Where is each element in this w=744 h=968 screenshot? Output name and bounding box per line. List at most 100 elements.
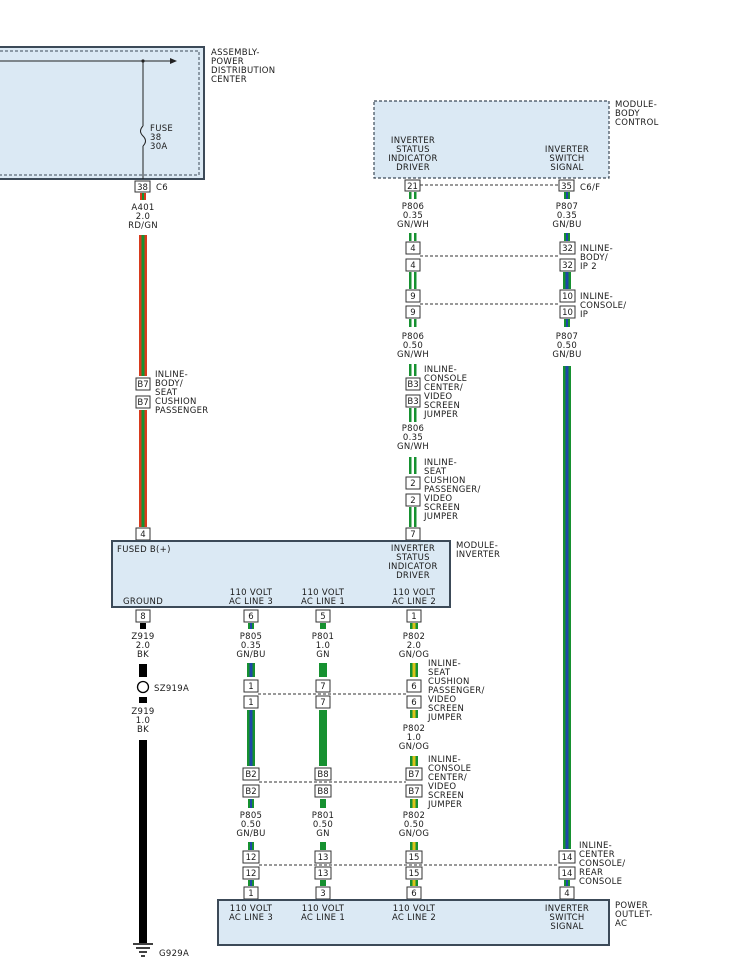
- ccvideo-bot-label-6: JUMPER: [427, 800, 462, 810]
- bcm-title-1: MODULE-: [615, 100, 657, 110]
- p802c-gauge: 0.50: [404, 820, 424, 830]
- centerrear-pin-13-top: 13: [318, 853, 329, 863]
- bcm-title-3: CONTROL: [615, 118, 659, 128]
- p801b-color: GN: [316, 829, 330, 839]
- seat-pass-pin-bottom: B7: [137, 398, 148, 408]
- inverter-ground-label: GROUND: [123, 597, 163, 607]
- outlet-switch-1: INVERTER: [545, 904, 589, 914]
- seatvideo-bot-label-3: CUSHION: [428, 677, 470, 687]
- outlet-switch-2: SWITCH: [549, 913, 584, 923]
- bcm-status-4: DRIVER: [396, 163, 430, 173]
- inverter-status-2: STATUS: [396, 553, 430, 563]
- ground-icon: [133, 943, 153, 957]
- outlet-ac3-2: AC LINE 3: [229, 913, 273, 923]
- ccvideo-bot-pin-b7-top: B7: [408, 770, 419, 780]
- ccvideo-top-label-3: CENTER/: [424, 383, 463, 393]
- a401-color: RD/GN: [128, 221, 158, 231]
- seatvideo-top-label-3: CUSHION: [424, 476, 466, 486]
- bcm-switch-2: SWITCH: [549, 154, 584, 164]
- seat-pass-label-4: CUSHION: [155, 397, 197, 407]
- ground-label: G929A: [159, 949, 189, 959]
- splice-icon: [136, 680, 150, 694]
- p805a-id: P805: [240, 632, 263, 642]
- seatvideo-bot-pin-7-bottom: 7: [320, 698, 325, 708]
- ccvideo-bot-pin-b8-top: B8: [317, 770, 328, 780]
- z919a-gauge: 2.0: [136, 641, 150, 651]
- ccvideo-bot-label-2: CONSOLE: [428, 764, 471, 774]
- p801a-color: GN: [316, 650, 330, 660]
- seatvideo-top-pin-2-bottom: 2: [410, 496, 415, 506]
- wire-p805: P805 0.35 GN/BU 1 1 B2 B2 P805 0.50 GN/B…: [236, 623, 265, 900]
- bodyip2-pin-4-top: 4: [410, 244, 415, 254]
- seat-pass-label-1: INLINE-: [155, 370, 188, 380]
- outlet-pin-ac2: 6: [411, 889, 416, 899]
- ccvideo-bot-label-1: INLINE-: [428, 755, 461, 765]
- consoleip-label-3: IP: [580, 310, 588, 320]
- z919a-id: Z919: [131, 632, 154, 642]
- outlet-title-2: OUTLET-: [615, 910, 653, 920]
- p801b-id: P801: [312, 811, 335, 821]
- fuse-number: 38: [150, 133, 161, 143]
- pdc-title-1: ASSEMBLY-: [211, 48, 260, 58]
- ccvideo-top-label-4: VIDEO: [424, 392, 452, 402]
- ccvideo-top-label-5: SCREEN: [424, 401, 460, 411]
- p806a-gauge: 0.35: [403, 211, 423, 221]
- p802a-color: GN/OG: [399, 650, 430, 660]
- ccvideo-top-pin-b3-top: B3: [407, 380, 418, 390]
- seatvideo-bot-label-1: INLINE-: [428, 659, 461, 669]
- power-distribution-center: FUSE 38 30A ASSEMBLY- POWER DISTRIBUTION…: [0, 46, 275, 180]
- seatvideo-bot-pin-1-bottom: 1: [248, 698, 253, 708]
- consoleip-pin-10-top: 10: [562, 292, 573, 302]
- p805b-color: GN/BU: [236, 829, 265, 839]
- p802b-id: P802: [403, 724, 426, 734]
- centerrear-pin-15-bottom: 15: [409, 869, 420, 879]
- seatvideo-bot-label-2: SEAT: [428, 668, 451, 678]
- seatvideo-bot-pin-6-bottom: 6: [411, 698, 416, 708]
- seat-pass-label-2: BODY/: [155, 379, 183, 389]
- pdc-title-3: DISTRIBUTION: [211, 66, 275, 76]
- centerrear-label-5: CONSOLE: [579, 877, 622, 887]
- centerrear-label-2: CENTER: [579, 850, 615, 860]
- ccvideo-bot-pin-b2-bottom: B2: [245, 787, 256, 797]
- p805b-gauge: 0.50: [241, 820, 261, 830]
- p806b-id: P806: [402, 332, 425, 342]
- centerrear-label-4: REAR: [579, 868, 603, 878]
- bodyip2-pin-32-bottom: 32: [562, 261, 573, 271]
- wire-z919: Z919 2.0 BK SZ919A Z919 1.0 BK G929A: [131, 623, 189, 959]
- wire-a401: 38 C6 A401 2.0 RD/GN B7 B7 INLINE- BODY/…: [128, 180, 208, 541]
- outlet-ac1-2: AC LINE 1: [301, 913, 345, 923]
- fuse-label: FUSE: [150, 124, 173, 134]
- seatvideo-top-label-1: INLINE-: [424, 458, 457, 468]
- p801b-gauge: 0.50: [313, 820, 333, 830]
- centerrear-pin-12-top: 12: [246, 853, 257, 863]
- seatvideo-top-label-6: SCREEN: [424, 503, 460, 513]
- seatvideo-bot-label-4: PASSENGER/: [428, 686, 485, 696]
- p807a-id: P807: [556, 202, 579, 212]
- p806b-color: GN/WH: [397, 350, 429, 360]
- p806b-gauge: 0.50: [403, 341, 423, 351]
- consoleip-pin-9-bottom: 9: [410, 308, 415, 318]
- seat-pass-label-5: PASSENGER: [155, 406, 208, 416]
- bcm-status-2: STATUS: [396, 145, 430, 155]
- inverter-ac3-2: AC LINE 3: [229, 597, 273, 607]
- p802a-gauge: 2.0: [407, 641, 421, 651]
- p805a-gauge: 0.35: [241, 641, 261, 651]
- bcm-switch-3: SIGNAL: [550, 163, 583, 173]
- inverter-fused-label: FUSED B(+): [117, 545, 171, 555]
- p802b-gauge: 1.0: [407, 733, 421, 743]
- bcm-connector: C6/F: [580, 183, 600, 193]
- outlet-ac2-2: AC LINE 2: [392, 913, 436, 923]
- bcm-switch-1: INVERTER: [545, 145, 589, 155]
- inverter-title-1: MODULE-: [456, 541, 498, 551]
- z919a-color: BK: [137, 650, 149, 660]
- seatvideo-bot-pin-7-top: 7: [320, 682, 325, 692]
- p807b-color: GN/BU: [552, 350, 581, 360]
- p806a-id: P806: [402, 202, 425, 212]
- p805b-id: P805: [240, 811, 263, 821]
- ccvideo-top-label-2: CONSOLE: [424, 374, 467, 384]
- inverter-ac3-1: 110 VOLT: [230, 588, 273, 598]
- inverter-ac2-2: AC LINE 2: [392, 597, 436, 607]
- bodyip2-label-3: IP 2: [580, 262, 597, 272]
- p802c-id: P802: [403, 811, 426, 821]
